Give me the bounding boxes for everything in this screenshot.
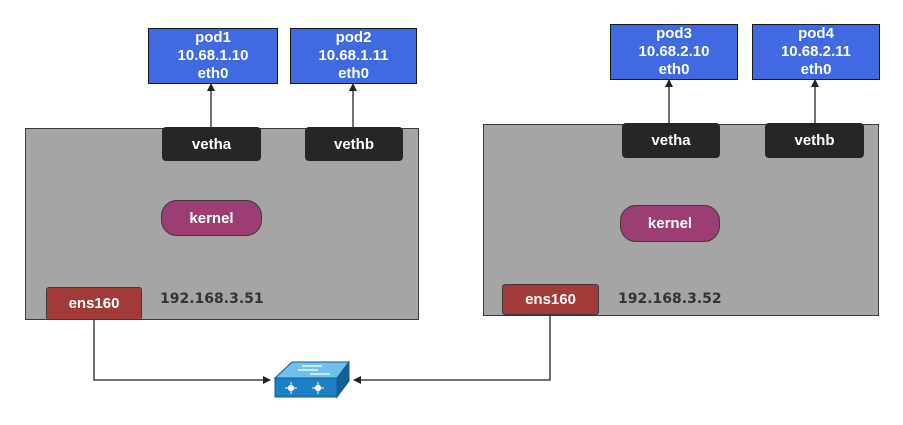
pod-iface: eth0 [197, 65, 229, 82]
veth-label: vethb [333, 135, 374, 153]
pod-iface: eth0 [658, 61, 690, 78]
pod-name: pod3 [656, 25, 692, 42]
pod-ip: 10.68.2.11 [780, 43, 852, 60]
vetha-host1[interactable]: vetha [162, 127, 261, 161]
nic-label: ens160 [525, 291, 576, 308]
kernel-label: kernel [189, 209, 234, 227]
veth-label: vetha [191, 135, 232, 153]
veth-label: vetha [651, 132, 691, 149]
pod2-box[interactable]: pod2 10.68.1.11 eth0 [290, 28, 417, 84]
host1-ip: 192.168.3.51 [160, 291, 264, 307]
pod-ip: 10.68.1.10 [177, 47, 249, 64]
pod4-box[interactable]: pod4 10.68.2.11 eth0 [752, 24, 880, 80]
pod-ip: 10.68.2.10 [638, 43, 710, 60]
kernel-label: kernel [647, 215, 693, 232]
vetha-host2[interactable]: vetha [622, 123, 720, 158]
network-switch-icon [273, 360, 350, 399]
pod-name: pod1 [195, 29, 231, 46]
pod-iface: eth0 [800, 61, 832, 78]
pod-ip: 10.68.1.11 [318, 47, 389, 64]
ens160-host1[interactable]: ens160 [46, 287, 142, 320]
veth-label: vethb [794, 132, 835, 149]
nic-label: ens160 [68, 295, 120, 312]
vethb-host2[interactable]: vethb [765, 123, 864, 158]
pod1-box[interactable]: pod1 10.68.1.10 eth0 [148, 28, 278, 84]
kernel-host2[interactable]: kernel [620, 205, 720, 242]
vethb-host1[interactable]: vethb [305, 127, 403, 161]
ens160-host2[interactable]: ens160 [502, 284, 599, 315]
link-ens-switch-1 [93, 320, 271, 384]
pod-iface: eth0 [338, 65, 369, 82]
pod3-box[interactable]: pod3 10.68.2.10 eth0 [610, 24, 738, 80]
link-ens-switch-2 [353, 315, 551, 384]
kernel-host1[interactable]: kernel [161, 200, 262, 236]
pod-name: pod4 [798, 25, 834, 42]
pod-name: pod2 [335, 29, 372, 46]
host2-ip: 192.168.3.52 [618, 291, 722, 307]
